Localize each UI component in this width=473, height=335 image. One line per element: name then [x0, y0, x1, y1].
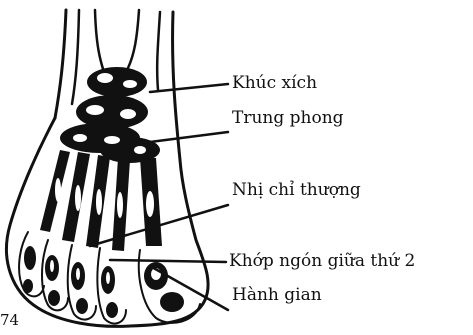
- label-trung-phong: Trung phong: [232, 110, 344, 127]
- leg-outline-left-inner: [72, 10, 79, 104]
- label-khuc-xich: Khúc xích: [232, 75, 317, 92]
- leader-line-trung-phong: [150, 132, 228, 142]
- leg-outline-right-inner: [157, 12, 160, 90]
- label-hanh-gian: Hành gian: [232, 287, 322, 304]
- tibia-outline: [95, 10, 104, 72]
- leg-outline-left: [55, 10, 66, 118]
- bone-shading: [23, 67, 184, 318]
- figure-number: 74: [0, 313, 19, 328]
- label-khop-ngon-giua-thu-2: Khớp ngón giữa thứ 2: [229, 253, 415, 270]
- leader-line-khuc-xich: [150, 84, 228, 92]
- label-nhi-chi-thuong: Nhị chỉ thượng: [232, 182, 361, 199]
- leader-line-khop-ngon-giua: [110, 260, 226, 262]
- fibula-outline: [128, 10, 139, 68]
